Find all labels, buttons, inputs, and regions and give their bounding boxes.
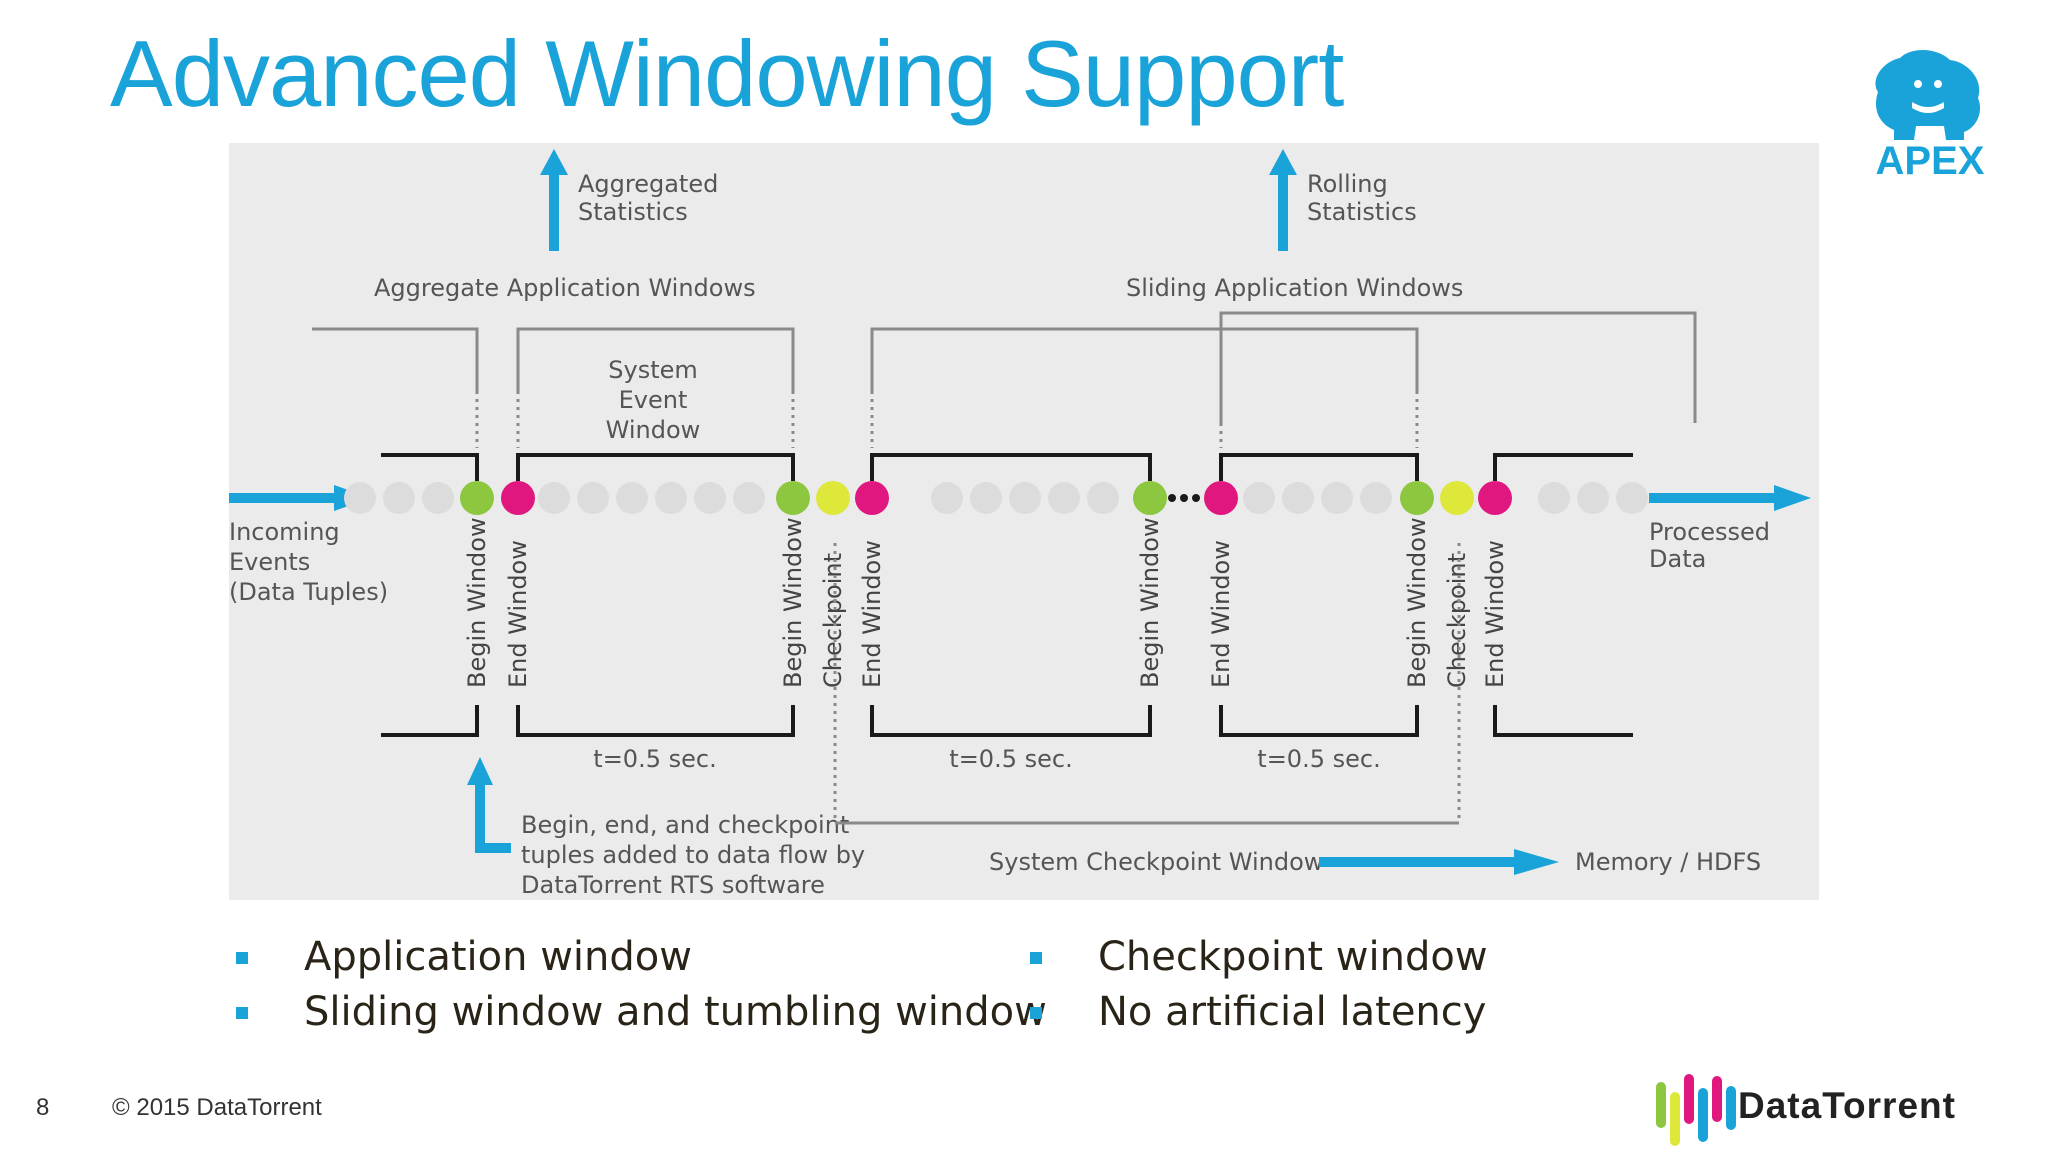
vertical-label: Begin Window (779, 517, 807, 688)
bullet-item: Sliding window and tumbling window (230, 985, 1047, 1040)
rolling-statistics-label-2: Statistics (1307, 198, 1417, 226)
vertical-label: Begin Window (1136, 517, 1164, 688)
incoming-label-2: Events (229, 548, 310, 576)
event-tuple (1360, 482, 1392, 514)
processed-data-arrow (1649, 485, 1811, 511)
end-window-tuple (1478, 481, 1512, 515)
vertical-label: End Window (1207, 540, 1235, 688)
aggregated-statistics-label-2: Statistics (578, 198, 688, 226)
vertical-label: End Window (858, 540, 886, 688)
ellipsis-dots (1168, 494, 1200, 502)
event-tuple (931, 482, 963, 514)
event-tuple (422, 482, 454, 514)
memory-hdfs-label: Memory / HDFS (1575, 848, 1761, 876)
apex-logo-text: APEX (1876, 139, 1985, 180)
event-tuple (1538, 482, 1570, 514)
note-label-1: Begin, end, and checkpoint (521, 811, 849, 839)
event-tuple (733, 482, 765, 514)
system-event-window-label-1: System (608, 356, 698, 384)
incoming-label-1: Incoming (229, 518, 340, 546)
begin-window-tuple (460, 481, 494, 515)
duration-label-1: t=0.5 sec. (593, 745, 716, 773)
begin-window-tuple (1400, 481, 1434, 515)
event-tuple (1577, 482, 1609, 514)
bullet-square-icon (236, 1007, 248, 1019)
note-arrow (467, 757, 511, 853)
vertical-label: Begin Window (1403, 517, 1431, 688)
memory-hdfs-arrow (1319, 849, 1559, 875)
system-event-window-label-3: Window (606, 416, 701, 444)
datatorrent-logo (1656, 1074, 1736, 1146)
event-tuple (1048, 482, 1080, 514)
rolling-statistics-label-1: Rolling (1307, 170, 1388, 198)
event-tuple (1087, 482, 1119, 514)
vertical-label: Begin Window (463, 517, 491, 688)
bullets-right: Checkpoint window No artificial latency (1024, 930, 1488, 1040)
end-window-tuple (855, 481, 889, 515)
event-tuple (344, 482, 376, 514)
windowing-diagram: Aggregated Statistics Rolling Statistics… (229, 143, 1819, 900)
end-window-tuple (1204, 481, 1238, 515)
gorilla-icon (1875, 49, 1981, 140)
datatorrent-mark-icon (1656, 1074, 1736, 1146)
vertical-label: End Window (504, 540, 532, 688)
event-tuple (1009, 482, 1041, 514)
checkpoint-window-tuple (1440, 481, 1474, 515)
bullet-square-icon (1030, 1007, 1042, 1019)
end-window-tuple (501, 481, 535, 515)
bullet-item: No artificial latency (1024, 985, 1488, 1040)
duration-label-3: t=0.5 sec. (1257, 745, 1380, 773)
system-event-window-label-2: Event (619, 386, 688, 414)
sliding-app-windows-label: Sliding Application Windows (1126, 274, 1463, 302)
event-tuple (1321, 482, 1353, 514)
processed-label-1: Processed (1649, 518, 1770, 546)
bullet-item: Application window (230, 930, 1047, 985)
bullet-square-icon (1030, 952, 1042, 964)
note-label-3: DataTorrent RTS software (521, 871, 825, 899)
bullet-item: Checkpoint window (1024, 930, 1488, 985)
incoming-label-3: (Data Tuples) (229, 578, 388, 606)
event-tuple (577, 482, 609, 514)
page-number: 8 (36, 1094, 50, 1121)
vertical-label: Checkpoint (1443, 553, 1471, 688)
event-tuple (970, 482, 1002, 514)
vertical-label: Checkpoint (819, 553, 847, 688)
rolling-statistics-arrow (1269, 149, 1297, 251)
datatorrent-logo-text: DataTorrent (1738, 1085, 1956, 1126)
begin-window-tuple (1133, 481, 1167, 515)
event-tuple (1243, 482, 1275, 514)
event-tuple (694, 482, 726, 514)
processed-label-2: Data (1649, 545, 1706, 573)
system-checkpoint-window-label: System Checkpoint Window (989, 848, 1323, 876)
event-tuple (538, 482, 570, 514)
bullets-left: Application window Sliding window and tu… (230, 930, 1047, 1040)
event-tuple (616, 482, 648, 514)
aggregated-statistics-arrow (540, 149, 568, 251)
event-tuple (1616, 482, 1648, 514)
note-label-2: tuples added to data flow by (521, 841, 865, 869)
apex-logo: APEX (1875, 49, 1985, 180)
bullet-square-icon (236, 952, 248, 964)
copyright: © 2015 DataTorrent (112, 1094, 322, 1121)
aggregate-app-windows-label: Aggregate Application Windows (374, 274, 756, 302)
begin-window-tuple (776, 481, 810, 515)
aggregated-statistics-label-1: Aggregated (578, 170, 718, 198)
slide-title: Advanced Windowing Support (110, 21, 1344, 126)
checkpoint-window-tuple (816, 481, 850, 515)
event-tuple (655, 482, 687, 514)
duration-label-2: t=0.5 sec. (949, 745, 1072, 773)
event-stream (344, 481, 1648, 515)
event-tuple (1282, 482, 1314, 514)
event-tuple (383, 482, 415, 514)
vertical-label: End Window (1481, 540, 1509, 688)
